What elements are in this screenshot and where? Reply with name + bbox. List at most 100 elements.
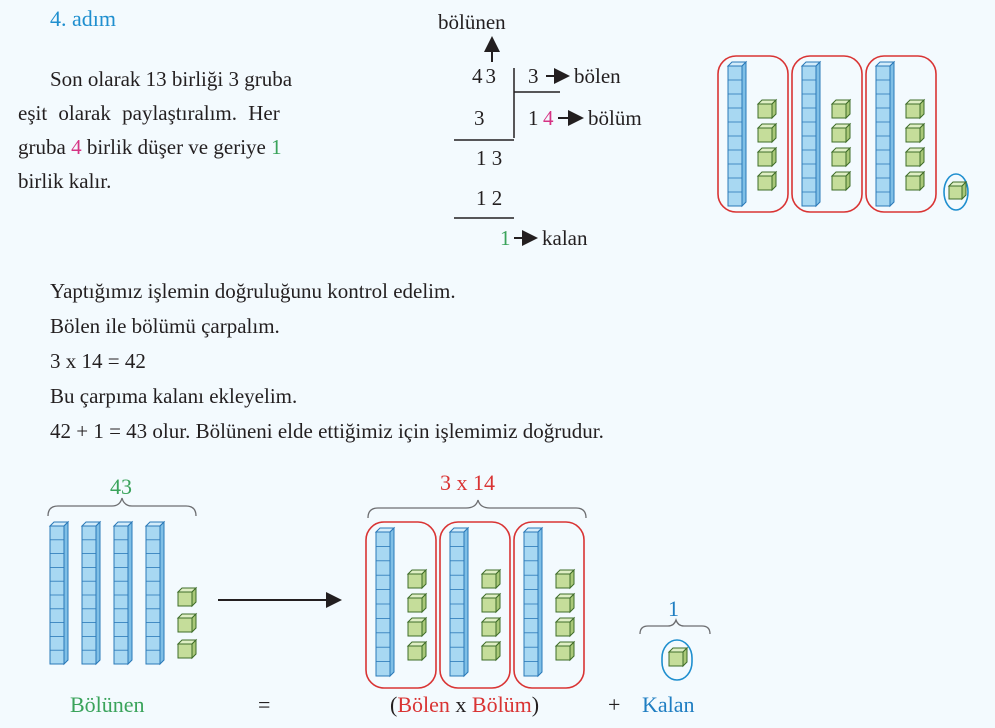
ten-rod-side <box>889 60 895 208</box>
ten-rod-side <box>63 520 69 666</box>
eq-equals: = <box>258 692 271 717</box>
label-1: 1 <box>668 596 679 621</box>
unit-cube <box>905 151 921 167</box>
unit-cube <box>177 617 193 633</box>
unit-cube-side <box>919 98 925 120</box>
unit-cube <box>407 597 423 613</box>
unit-cube <box>481 573 497 589</box>
dividend-label: bölünen <box>438 10 506 34</box>
unit-cube-side <box>569 592 575 614</box>
eq-bolum: Bölüm <box>471 692 532 717</box>
unit-cube <box>481 645 497 661</box>
eq-plus: + <box>608 692 621 717</box>
group-outline <box>661 639 693 681</box>
unit-cube-side <box>495 568 501 590</box>
check-line-5: 42 + 1 = 43 olur. Bölüneni elde ettiğimi… <box>50 419 604 443</box>
unit-cube <box>407 573 423 589</box>
quotient-tens: 1 <box>528 106 539 130</box>
unit-cube-side <box>191 612 197 634</box>
group-outline <box>865 55 937 213</box>
unit-cube <box>555 573 571 589</box>
ten-rod-side <box>463 526 469 678</box>
unit-cube-side <box>191 638 197 660</box>
quotient-ones: 4 <box>543 106 554 130</box>
unit-cube <box>668 651 684 667</box>
label-43: 43 <box>110 474 132 499</box>
ten-rod-side <box>815 60 821 208</box>
unit-cube-side <box>569 616 575 638</box>
unit-cube-side <box>495 616 501 638</box>
unit-cube-side <box>845 98 851 120</box>
unit-cube-side <box>919 122 925 144</box>
unit-cube-side <box>771 146 777 168</box>
para-line-3: gruba 4 birlik düşer ve geriye 1 <box>18 135 282 159</box>
unit-cube <box>555 621 571 637</box>
check-line-3: 3 x 14 = 42 <box>50 349 146 373</box>
unit-cube-side <box>845 170 851 192</box>
ten-rod-side <box>159 520 165 666</box>
unit-cube <box>831 151 847 167</box>
remainder-value: 1 <box>500 226 511 250</box>
unit-cube <box>177 591 193 607</box>
brace-3x14 <box>367 499 587 519</box>
unit-cube-side <box>495 640 501 662</box>
unit-cube <box>948 185 963 200</box>
ten-rod-side <box>95 520 101 666</box>
brace-1 <box>639 617 711 635</box>
unit-cube-side <box>569 640 575 662</box>
unit-cube <box>757 175 773 191</box>
unit-cube <box>555 597 571 613</box>
unit-cube <box>831 103 847 119</box>
unit-cube-side <box>421 568 427 590</box>
unit-cube <box>831 127 847 143</box>
unit-cube <box>831 175 847 191</box>
para-line-4: birlik kalır. <box>18 169 112 193</box>
unit-cube <box>555 645 571 661</box>
unit-cube-side <box>919 170 925 192</box>
dividend-value: 43 <box>472 64 499 88</box>
unit-cube-side <box>771 98 777 120</box>
eq-kalan: Kalan <box>642 692 695 717</box>
second-subtraction: 1 2 <box>476 186 503 210</box>
label-3x14: 3 x 14 <box>440 470 495 495</box>
brace-43 <box>47 497 197 517</box>
ten-rod-side <box>537 526 543 678</box>
ten-rod-side <box>389 526 395 678</box>
group-outline <box>791 55 863 213</box>
unit-cube-side <box>771 122 777 144</box>
unit-cube <box>757 127 773 143</box>
unit-cube-side <box>421 640 427 662</box>
ten-rod-side <box>741 60 747 208</box>
unit-cube-side <box>771 170 777 192</box>
group-outline <box>439 521 511 689</box>
unit-cube-side <box>845 146 851 168</box>
remainder-label: kalan <box>542 226 588 250</box>
eq-bolen: Bölen <box>397 692 450 717</box>
para-line-2: eşit olarak paylaştıralım. Her <box>18 101 280 125</box>
divisor-value: 3 <box>528 64 539 88</box>
check-block: Yaptığımız işlemin doğruluğunu kontrol e… <box>50 274 604 449</box>
step-title: 4. adım <box>50 6 116 31</box>
group-outline <box>365 521 437 689</box>
group-outline <box>943 173 969 211</box>
unit-cube-side <box>191 586 197 608</box>
unit-cube <box>757 151 773 167</box>
unit-cube-side <box>421 592 427 614</box>
group-outline <box>513 521 585 689</box>
eq-product: (Bölen x Bölüm) <box>390 692 540 717</box>
unit-cube <box>177 643 193 659</box>
check-line-2: Bölen ile bölümü çarpalım. <box>50 314 280 338</box>
unit-cube-side <box>961 180 967 201</box>
unit-cube-side <box>495 592 501 614</box>
para-line-1: Son olarak 13 birliği 3 gruba <box>50 67 293 91</box>
quotient-highlight: 4 <box>71 135 82 159</box>
unit-cube-side <box>845 122 851 144</box>
unit-cube-side <box>919 146 925 168</box>
group-outline <box>717 55 789 213</box>
unit-cube <box>481 597 497 613</box>
unit-cube-side <box>421 616 427 638</box>
check-line-4: Bu çarpıma kalanı ekleyelim. <box>50 384 298 408</box>
unit-cube <box>905 175 921 191</box>
unit-cube-side <box>569 568 575 590</box>
